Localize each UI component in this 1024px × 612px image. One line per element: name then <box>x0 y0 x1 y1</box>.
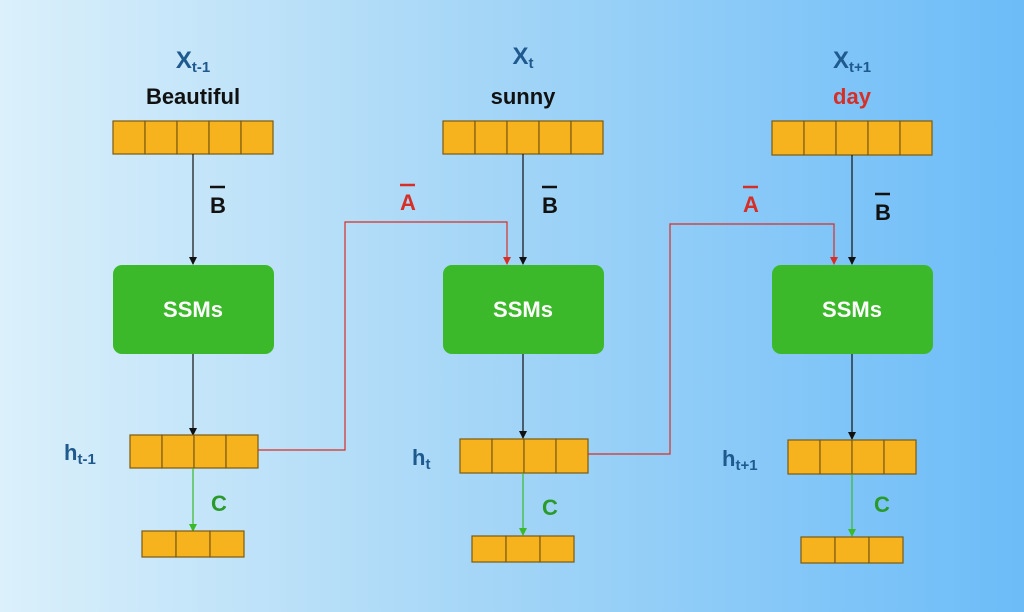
c-label: C <box>874 492 890 517</box>
hidden-cell <box>459 438 493 474</box>
h-sub: t <box>425 456 430 473</box>
input-word: Beautiful <box>146 84 240 109</box>
output-cell <box>209 530 245 558</box>
input-cell <box>442 120 476 155</box>
input-cell <box>835 120 869 156</box>
input-word: day <box>833 84 872 109</box>
hidden-state <box>129 434 259 469</box>
hidden-cell <box>851 439 885 475</box>
a-label: A <box>743 192 759 217</box>
c-label: C <box>211 491 227 516</box>
hidden-cell <box>523 438 557 474</box>
output-cell <box>868 536 904 564</box>
h-var-label: ht <box>412 445 430 473</box>
ssm-label: SSMs <box>163 297 223 322</box>
input-embedding <box>442 120 604 155</box>
output-vector <box>141 530 245 558</box>
input-sub: t+1 <box>849 59 871 76</box>
hidden-cell <box>161 434 195 469</box>
a-connector-2 <box>588 223 838 455</box>
ssm-block <box>443 265 604 354</box>
output-cell <box>800 536 836 564</box>
column-t-plus-1: Xt+1 day B SSMs ht+1 C <box>722 47 933 564</box>
h-var: h <box>64 440 77 465</box>
h-var: h <box>722 446 735 471</box>
output-vector <box>800 536 904 564</box>
input-cell <box>176 120 210 155</box>
hidden-cell <box>491 438 525 474</box>
h-var-label: ht-1 <box>64 440 96 468</box>
h-sub: t+1 <box>735 457 757 474</box>
input-var: X <box>512 43 528 70</box>
hidden-cell <box>225 434 259 469</box>
input-var-label: Xt+1 <box>833 47 871 76</box>
input-cell <box>474 120 508 155</box>
input-cell <box>899 120 933 156</box>
input-var-label: Xt-1 <box>176 47 210 76</box>
hidden-cell <box>129 434 163 469</box>
input-cell <box>208 120 242 155</box>
ssm-label: SSMs <box>822 297 882 322</box>
input-var: X <box>176 47 192 74</box>
hidden-state <box>787 439 917 475</box>
output-cell <box>505 535 541 563</box>
h-sub: t-1 <box>77 451 95 468</box>
b-label: B <box>210 193 226 218</box>
ssm-label: SSMs <box>493 297 553 322</box>
hidden-cell <box>883 439 917 475</box>
input-cell <box>240 120 274 155</box>
c-label: C <box>542 495 558 520</box>
input-cell <box>570 120 604 155</box>
b-label: B <box>542 193 558 218</box>
output-cell <box>834 536 870 564</box>
hidden-cell <box>193 434 227 469</box>
ssm-block <box>772 265 933 354</box>
input-cell <box>771 120 805 156</box>
input-cell <box>144 120 178 155</box>
input-embedding <box>112 120 274 155</box>
hidden-cell <box>555 438 589 474</box>
input-cell <box>506 120 540 155</box>
input-word: sunny <box>491 84 557 109</box>
a-label: A <box>400 190 416 215</box>
b-label: B <box>875 200 891 225</box>
hidden-state <box>459 438 589 474</box>
output-cell <box>141 530 177 558</box>
output-cell <box>471 535 507 563</box>
input-embedding <box>771 120 933 156</box>
input-sub: t-1 <box>192 59 210 76</box>
input-var: X <box>833 47 849 74</box>
column-t: Xt sunny B SSMs ht C <box>412 43 604 563</box>
output-vector <box>471 535 575 563</box>
output-cell <box>175 530 211 558</box>
hidden-cell <box>787 439 821 475</box>
column-t-minus-1: Xt-1 Beautiful B SSMs ht-1 C <box>64 47 274 558</box>
input-cell <box>112 120 146 155</box>
input-sub: t <box>529 55 534 72</box>
input-cell <box>867 120 901 156</box>
h-var-label: ht+1 <box>722 446 758 474</box>
input-var-label: Xt <box>512 43 533 72</box>
h-var: h <box>412 445 425 470</box>
input-cell <box>803 120 837 156</box>
a-connector-1 <box>258 221 511 451</box>
input-cell <box>538 120 572 155</box>
hidden-cell <box>819 439 853 475</box>
ssm-block <box>113 265 274 354</box>
output-cell <box>539 535 575 563</box>
